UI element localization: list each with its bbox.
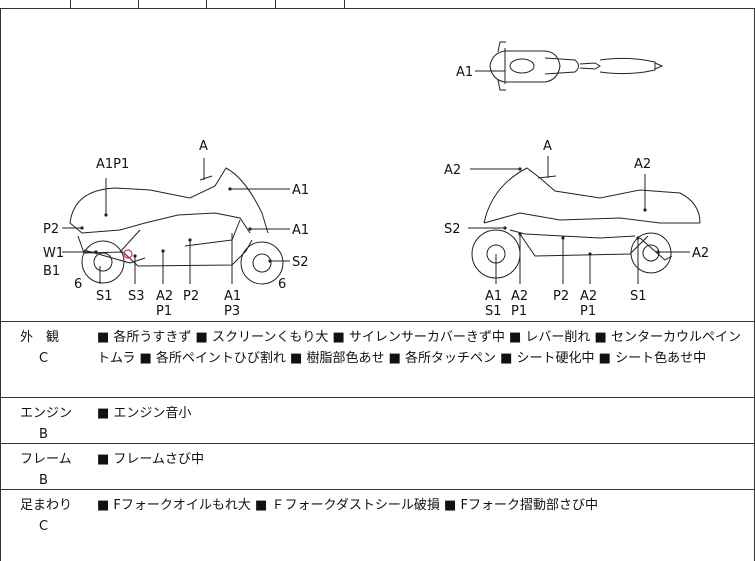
section-category: 外 観 C bbox=[20, 327, 59, 369]
right-label-a2-rear: A2 bbox=[692, 246, 709, 261]
right-label-a1: A1 bbox=[485, 289, 502, 304]
motorcycle-diagram: A1 A1P1 A A1 P2 A1 W1 B1 S2 6 S1 S3 A2 P… bbox=[0, 8, 755, 322]
right-bike-drawing bbox=[471, 156, 701, 279]
left-label-a1p1: A1P1 bbox=[96, 157, 129, 172]
section-items: ■ フレームさび中 bbox=[97, 452, 205, 467]
section-suspension: 足まわり C ■ Fフォークオイルもれ大 ■ Ｆフォークダストシール破損 ■ F… bbox=[0, 490, 755, 560]
category-label: 足まわり bbox=[20, 498, 73, 513]
category-label: 外 観 bbox=[20, 330, 60, 345]
right-label-s1-rear: S1 bbox=[630, 289, 647, 304]
top-view-drawing bbox=[489, 41, 664, 91]
right-label-s2: S2 bbox=[444, 222, 461, 237]
section-frame: フレーム B ■ フレームさび中 bbox=[0, 444, 755, 490]
right-label-a2-floor: A2 bbox=[580, 289, 597, 304]
right-label-a2-screen: A2 bbox=[444, 163, 461, 178]
right-label-p1-fork: P1 bbox=[511, 304, 527, 319]
right-label-p1-floor: P1 bbox=[580, 304, 596, 319]
section-items: ■ 各所うすきず ■ スクリーンくもり大 ■ サイレンサーカバーきず中 ■ レバ… bbox=[97, 330, 741, 366]
left-label-a: A bbox=[199, 139, 208, 154]
left-label-6-front: 6 bbox=[74, 277, 82, 292]
section-category: フレーム B bbox=[20, 449, 72, 491]
section-items: ■ エンジン音小 bbox=[97, 406, 192, 421]
left-label-p1: P1 bbox=[156, 304, 172, 319]
category-grade: C bbox=[39, 519, 49, 534]
category-label: フレーム bbox=[20, 452, 72, 467]
left-label-s3: S3 bbox=[128, 289, 145, 304]
left-label-w1: W1 bbox=[43, 246, 64, 261]
left-label-p2: P2 bbox=[43, 222, 59, 237]
category-label: エンジン bbox=[20, 406, 73, 421]
right-label-p2: P2 bbox=[553, 289, 569, 304]
left-label-p3: P3 bbox=[224, 304, 240, 319]
left-label-b1: B1 bbox=[43, 264, 60, 279]
table-header-strip bbox=[0, 0, 755, 9]
motorcycle-diagram-svg: A1 A1P1 A A1 P2 A1 W1 B1 S2 6 S1 S3 A2 P… bbox=[43, 41, 709, 319]
table-border-left bbox=[0, 8, 1, 561]
right-label-a: A bbox=[543, 139, 552, 154]
leader-lines bbox=[62, 70, 690, 284]
left-label-s1: S1 bbox=[96, 289, 113, 304]
left-label-6-rear: 6 bbox=[278, 277, 286, 292]
section-category: エンジン B bbox=[20, 403, 72, 445]
section-engine: エンジン B ■ エンジン音小 bbox=[0, 398, 755, 444]
left-label-s2: S2 bbox=[292, 255, 309, 270]
section-exterior: 外 観 C ■ 各所うすきず ■ スクリーンくもり大 ■ サイレンサーカバーきず… bbox=[0, 322, 755, 398]
section-items: ■ Fフォークオイルもれ大 ■ Ｆフォークダストシール破損 ■ Fフォーク摺動部… bbox=[97, 498, 598, 513]
category-grade: B bbox=[39, 473, 48, 488]
category-grade: C bbox=[39, 351, 49, 366]
left-label-a2: A2 bbox=[156, 289, 173, 304]
right-label-s1-front: S1 bbox=[485, 304, 502, 319]
left-label-p2-bottom: P2 bbox=[183, 289, 199, 304]
right-label-a2-seat: A2 bbox=[634, 157, 651, 172]
category-grade: B bbox=[39, 427, 48, 442]
right-label-a2-fork: A2 bbox=[511, 289, 528, 304]
section-category: 足まわり C bbox=[20, 495, 72, 537]
left-bike-drawing bbox=[69, 158, 284, 285]
top-label-a1: A1 bbox=[456, 65, 473, 80]
left-label-a1-mid: A1 bbox=[292, 223, 309, 238]
left-label-a1-top: A1 bbox=[292, 183, 309, 198]
s3-marker bbox=[123, 249, 133, 259]
left-label-a1-bottom: A1 bbox=[224, 289, 241, 304]
